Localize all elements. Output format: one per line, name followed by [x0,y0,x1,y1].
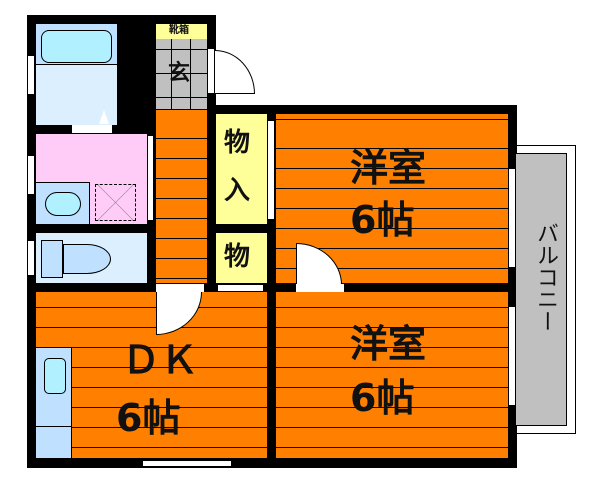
entrance-door-swing[interactable] [215,50,255,94]
balcony-label: バルコニー [533,222,558,332]
dk-window [142,460,232,467]
bathroom-door [72,125,112,133]
western-room-1-window [508,168,516,268]
kitchen-counter [36,347,72,458]
washbasin-icon [45,192,81,216]
toilet-room [36,233,147,283]
shoe-box: 靴箱 [156,24,207,39]
genkan-label: 玄 [168,61,191,86]
western-room-2-window [508,306,516,406]
washroom-window [27,155,35,195]
bathtub-icon [41,30,112,63]
toilet-tank-icon [41,240,63,278]
entrance-door [207,48,215,94]
western-room-1-door [296,284,344,292]
door-marker-icon [99,110,109,124]
shoe-box-label: 靴箱 [169,25,189,36]
bathroom [36,24,117,125]
closet-large: 物 入 [216,114,267,224]
bathroom-window [27,55,35,95]
washroom [36,134,147,224]
closet-small-door[interactable] [218,285,263,291]
balcony: バルコニー [516,153,567,426]
closet-small: 物 [216,233,267,283]
washroom-door [147,136,153,220]
western-room-2-name: 洋室 [350,322,427,366]
kitchen-counter-divider [36,426,72,427]
dk-name: ＤＫ [122,338,199,382]
western-room-2-size: 6帖 [350,376,415,420]
closet-large-label-2: 入 [224,176,251,206]
dk-size: 6帖 [116,396,181,440]
kitchen-sink-icon [44,358,66,394]
dining-kitchen: ＤＫ 6帖 [36,292,267,458]
western-room-1-size: 6帖 [350,198,415,242]
western-room-2: 洋室 6帖 [276,292,508,458]
closet-large-label-1: 物 [224,128,251,158]
closet-small-label: 物 [224,242,251,272]
toilet-window [27,240,35,276]
toilet-bowl-icon [63,244,111,274]
closet-large-doors[interactable] [267,120,275,220]
dk-door [156,284,204,292]
genkan: 玄 [156,39,207,109]
hallway [156,110,207,283]
western-room-1-name: 洋室 [350,146,427,190]
washing-machine-icon [95,184,136,221]
